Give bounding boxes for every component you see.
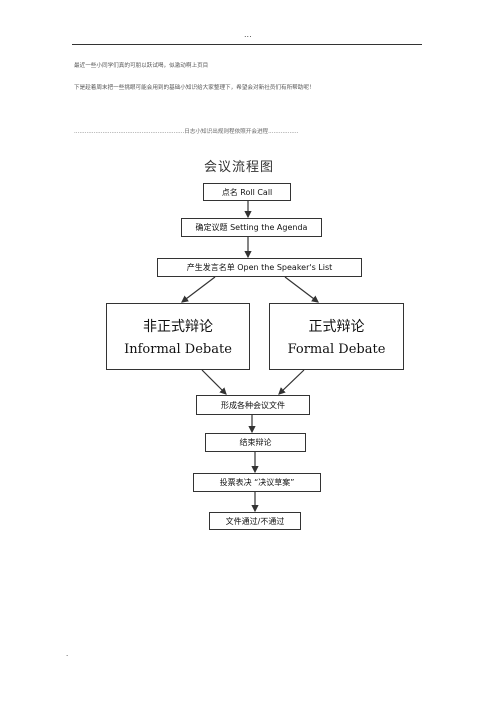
header-rule — [72, 44, 422, 45]
paragraph-line-3: ........................................… — [74, 129, 299, 135]
paragraph-line-2: 下是趁着周末把一些挑眼可能会用到的基础小知识给大家整理下，希望会对新社员们有所帮… — [74, 85, 315, 91]
arrow-6 — [278, 369, 305, 395]
step-end-debate: 结束辩论 — [205, 433, 306, 452]
step-setting-agenda: 确定议题 Setting the Agenda — [181, 218, 322, 237]
arrow-3 — [181, 276, 216, 303]
header-mark: ... — [244, 30, 252, 39]
branch-informal-debate: 非正式辩论 Informal Debate — [106, 303, 250, 370]
step-vote-draft: 投票表决 “决议草案” — [193, 473, 321, 492]
step-speakers-list: 产生发言名单 Open the Speaker's List — [157, 258, 362, 277]
footer-mark: . — [66, 650, 69, 658]
flowchart-title: 会议流程图 — [204, 160, 275, 175]
arrow-5 — [201, 369, 227, 395]
formal-debate-en: Formal Debate — [287, 342, 386, 357]
branch-formal-debate: 正式辩论 Formal Debate — [269, 303, 404, 370]
informal-debate-en: Informal Debate — [124, 342, 232, 357]
formal-debate-cn: 正式辩论 — [308, 319, 365, 335]
step-roll-call: 点名 Roll Call — [203, 183, 291, 201]
step-document-result: 文件通过/不通过 — [209, 512, 301, 530]
informal-debate-cn: 非正式辩论 — [143, 319, 213, 335]
step-form-documents: 形成各种会议文件 — [196, 395, 310, 415]
paragraph-line-1: 最近一些小同学们真的可朋以跃试喝，似激动啊上页目 — [74, 63, 209, 69]
arrow-4 — [284, 276, 319, 303]
